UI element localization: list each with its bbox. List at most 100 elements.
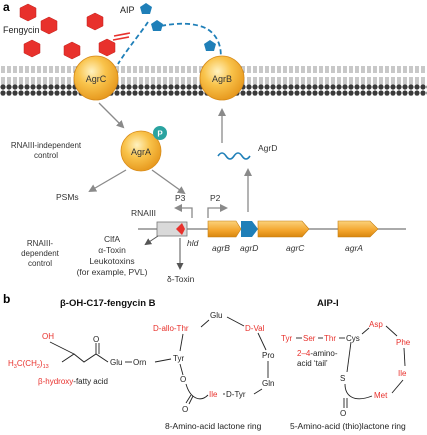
chain-c: C(CH: [17, 359, 37, 368]
fengycin-hexagon-icon: [86, 12, 104, 31]
target-alpha-toxin: α-Toxin: [98, 245, 126, 255]
fengycin-ring-bonds: [154, 316, 269, 405]
aip-title: AIP-I: [317, 298, 339, 309]
aip-tail-red: 2–4: [297, 349, 311, 358]
aip-tail-black: -amino-: [310, 349, 337, 358]
target-clfa: ClfA: [104, 234, 120, 244]
p2-promoter-arrow: [207, 204, 228, 218]
rnaiii-label: RNAIII: [131, 208, 156, 218]
fengycin-d-allo-thr: D-allo-Thr: [153, 324, 189, 333]
target-pvl-example: (for example, PVL): [77, 267, 148, 277]
aip-pentagon-icon: [140, 3, 152, 14]
fengycin-label: Fengycin: [3, 25, 40, 35]
chain-sub13: 13: [43, 364, 49, 370]
rnaiii-independent-label-2: control: [34, 151, 58, 160]
fengycin-hexagon-icon: [23, 39, 41, 58]
beta-hydroxy-text: β-hydroxy: [38, 377, 73, 386]
rnaiii-dependent-label-1: RNAIII-: [27, 239, 54, 248]
aip-ile: Ile: [398, 369, 407, 378]
gene-label-agrc: agrC: [286, 243, 305, 253]
fengycin-orn: Orn: [133, 358, 146, 367]
aip-ring-caption: 5-Amino-acid (thio)lactone ring: [290, 421, 406, 431]
aip-tail-label-2: acid ‘tail’: [297, 359, 328, 368]
fengycin-pro: Pro: [262, 351, 275, 360]
aip-phe: Phe: [396, 338, 411, 347]
aip-molecules: [140, 3, 216, 51]
panel-a-letter: a: [3, 0, 10, 14]
agra-label: AgrA: [131, 147, 151, 157]
fengycin-molecules: [19, 3, 116, 60]
agrd-gene-arrow: [241, 221, 258, 237]
chain-sub3: 3: [14, 364, 17, 370]
agrb-to-aip-dashed-line: [159, 22, 222, 71]
fengycin-d-val: D-Val: [245, 324, 265, 333]
aip-cys: Cys: [346, 334, 360, 343]
fengycin-oh-label: OH: [42, 332, 54, 341]
aip-met: Met: [374, 391, 388, 400]
fengycin-glu-ring: Glu: [210, 311, 222, 320]
hld-label: hld: [187, 238, 199, 248]
panel-b-letter: b: [3, 292, 10, 306]
agrc-protein: [73, 55, 119, 101]
agrb-protein: [199, 55, 245, 101]
agrb-gene-arrow: [207, 220, 242, 238]
inhibition-mark: [112, 32, 131, 41]
aip-ser: Ser: [303, 334, 316, 343]
aip-to-agrc-dashed-line: [117, 21, 149, 65]
fengycin-ring-o: O: [180, 375, 186, 384]
fengycin-tyr-upper: Tyr: [173, 354, 184, 363]
oh-bond: [49, 341, 75, 355]
rnaiii-to-targets-arrow: [144, 235, 159, 246]
p3-label: P3: [175, 193, 186, 203]
aip-thr: Thr: [324, 334, 336, 343]
hld-gene-arrow: [176, 223, 185, 235]
fengycin-ester-carbonyl-o: O: [182, 405, 188, 414]
gene-label-agrb: agrB: [212, 243, 230, 253]
aip-asp: Asp: [369, 320, 383, 329]
p2-label: P2: [210, 193, 221, 203]
gene-label-agra: agrA: [345, 243, 363, 253]
agra-protein: [120, 130, 162, 172]
fengycin-glu-first: Glu: [110, 358, 122, 367]
aip-tyr: Tyr: [281, 334, 292, 343]
fengycin-hexagon-icon: [40, 16, 58, 35]
fengycin-hexagon-icon: [19, 3, 37, 22]
aip-pentagon-icon: [151, 20, 163, 31]
aip-s: S: [340, 374, 345, 383]
rnaiii-dependent-label-2: dependent: [21, 249, 60, 258]
agrc-label: AgrC: [86, 74, 107, 84]
fengycin-d-tyr: D-Tyr: [226, 390, 246, 399]
rnaiii-dependent-label-3: control: [28, 259, 52, 268]
agra-to-psms-arrow: [88, 169, 127, 193]
target-leukotoxins: Leukotoxins: [89, 256, 134, 266]
agra-to-promoters-arrow: [151, 169, 186, 195]
agrd-peptide-label: AgrD: [258, 143, 277, 153]
fengycin-ring-caption: 8-Amino-acid lactone ring: [165, 421, 262, 431]
psms-label: PSMs: [56, 192, 79, 202]
carbonyl-o-label: O: [93, 335, 99, 344]
aip-bonds: [296, 325, 406, 408]
fatty-acid-skeleton: [61, 353, 109, 363]
agra-gene-arrow: [337, 220, 379, 238]
aip-pentagon-icon: [204, 40, 216, 51]
rnaiii-independent-label-1: RNAIII-independent: [11, 141, 82, 150]
aip-tail-label-1: 2–4-amino-: [297, 349, 338, 358]
fatty-acid-text: -fatty acid: [73, 377, 108, 386]
fengycin-fatty-chain: H3C(CH2)13: [8, 359, 49, 370]
phosphate-icon: [153, 126, 167, 140]
fengycin-hexagon-icon: [98, 38, 116, 57]
beta-hydroxy-fatty-acid: β-hydroxy-fatty acid: [38, 377, 108, 386]
agrc-gene-arrow: [257, 220, 310, 238]
agrd-peptide-icon: [217, 152, 251, 160]
aip-label: AIP: [120, 5, 135, 15]
fengycin-gln: Gln: [262, 379, 274, 388]
p3-promoter-arrow: [174, 204, 193, 218]
fengycin-hexagon-icon: [63, 41, 81, 60]
aip-o: O: [340, 409, 346, 418]
chain-sub2: 2: [37, 364, 40, 370]
fengycin-title: β-OH-C17-fengycin B: [60, 298, 156, 309]
chain-close: ): [40, 359, 43, 368]
agrc-to-agra-arrow: [98, 102, 125, 129]
